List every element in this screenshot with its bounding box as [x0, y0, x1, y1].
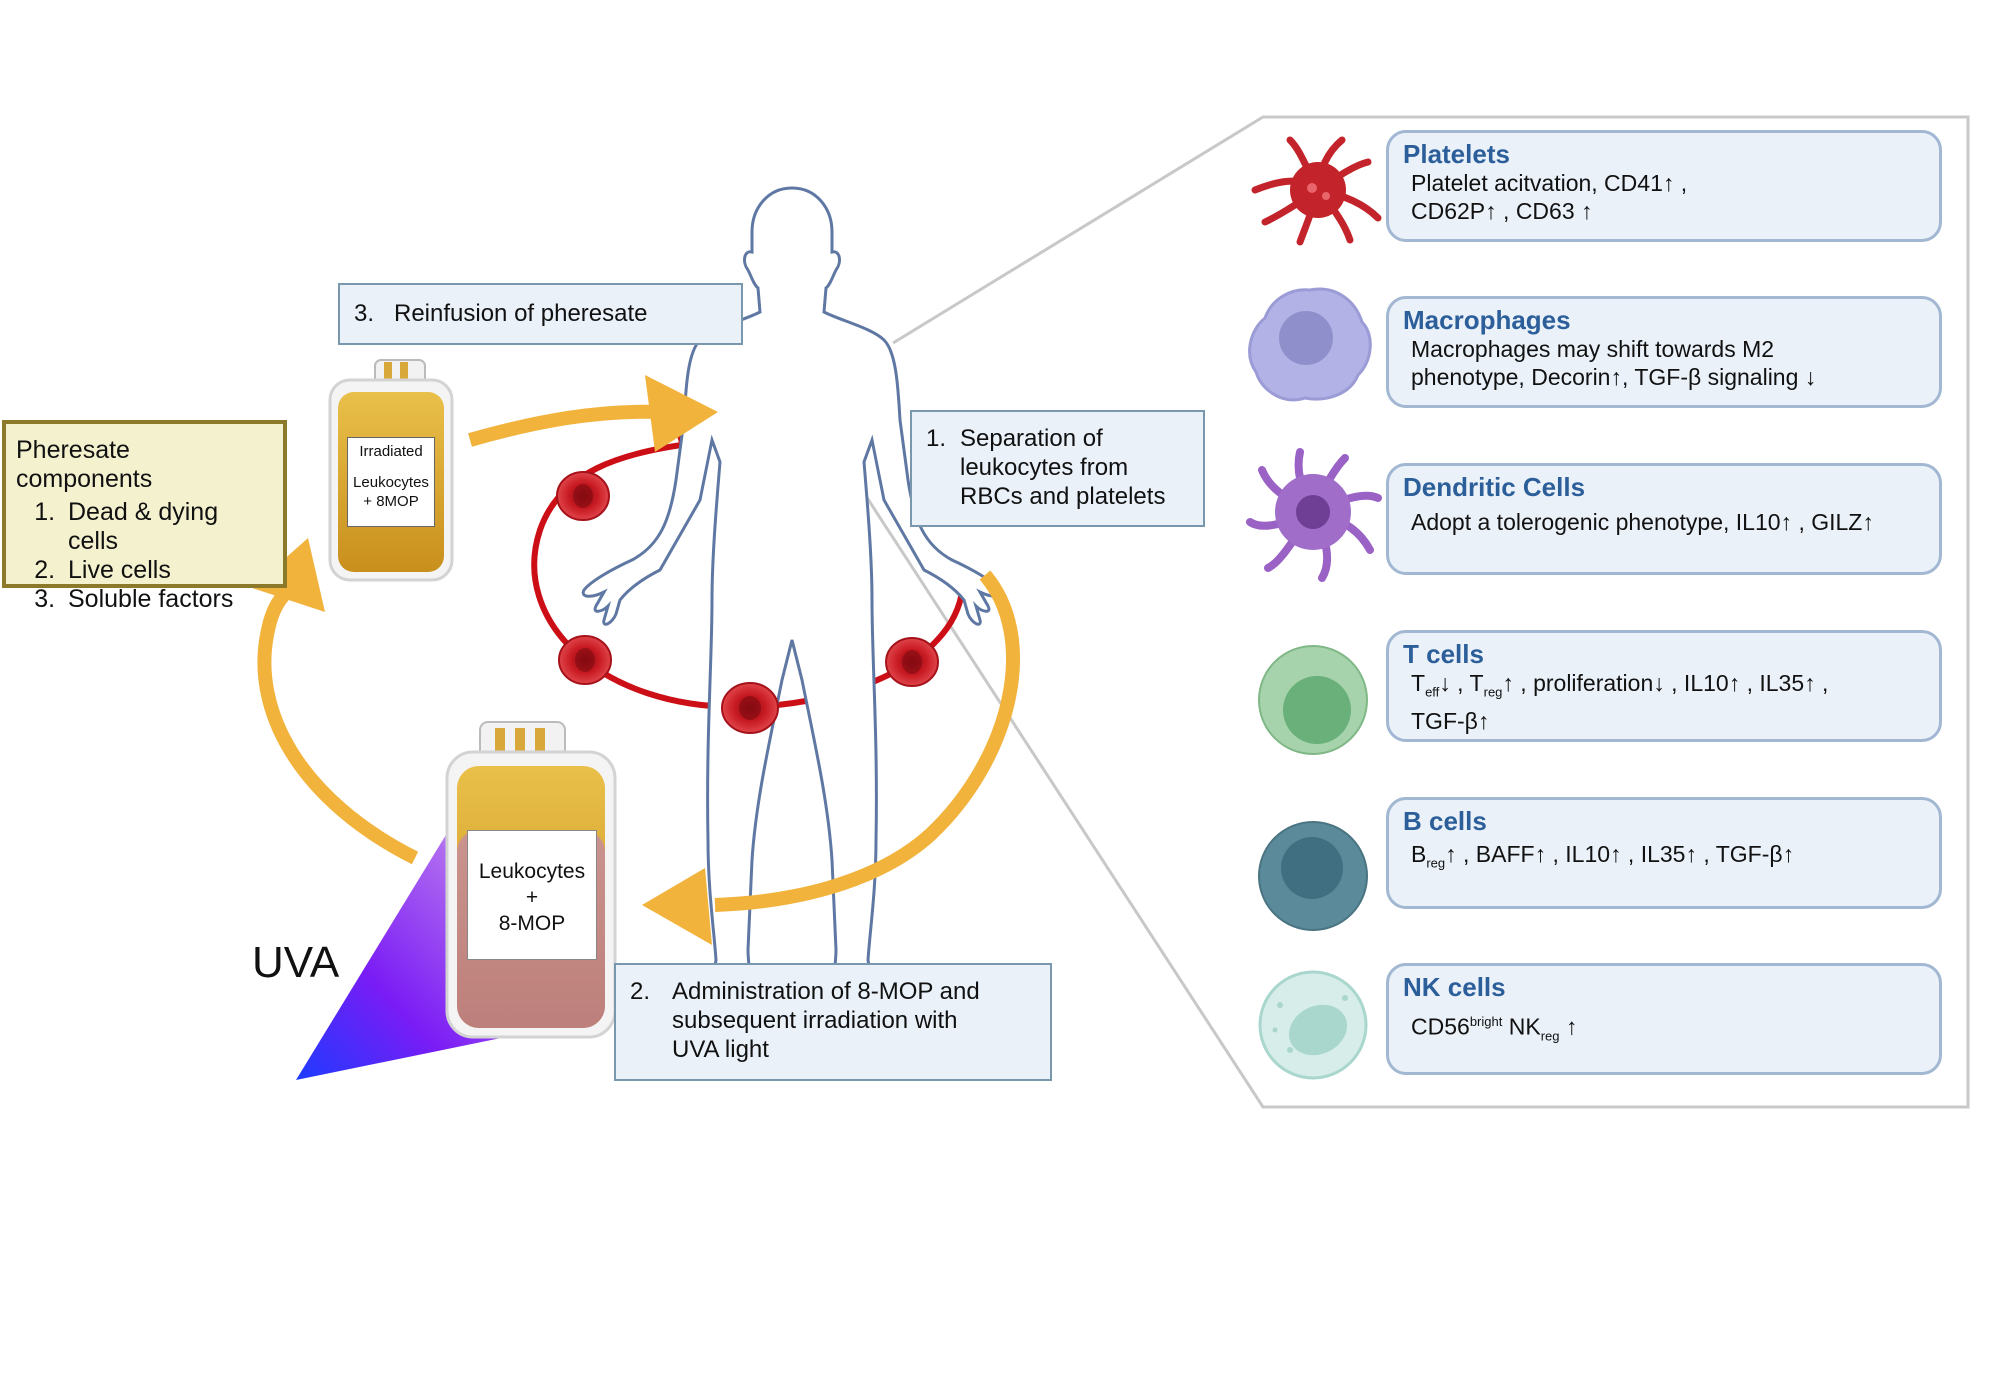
small-bag-line-2: Leukocytes — [353, 474, 429, 491]
step-1-line-2: leukocytes from — [960, 454, 1129, 481]
nk-cells-title: NK cells — [1403, 972, 1506, 1002]
pheresate-item: Soluble factors — [62, 585, 273, 614]
step-2-line-3: UVA light — [672, 1036, 769, 1063]
step-2-line-2: subsequent irradiation with — [672, 1007, 958, 1034]
nk-cell-icon — [1258, 970, 1368, 1080]
large-bag-line-3: 8-MOP — [498, 912, 566, 935]
step-1-line-1: Separation of — [960, 425, 1103, 452]
nk-cells-line-1: CD56bright NKreg ↑ — [1411, 1013, 1578, 1044]
collection-arrow — [714, 570, 1020, 912]
b-cells-title: B cells — [1403, 806, 1487, 836]
large-bag-line-1: Leukocytes — [478, 860, 586, 883]
macrophage-icon — [1248, 287, 1372, 402]
step-2-line-1: Administration of 8-MOP and — [672, 978, 980, 1005]
step-3-number: 3. — [354, 300, 375, 327]
step-2-number: 2. — [630, 978, 651, 1005]
macrophages-card: Macrophages Macrophages may shift toward… — [1386, 296, 1942, 408]
pheresate-title: Pheresate components — [16, 436, 153, 493]
return-to-pheresate-arrow — [257, 582, 419, 865]
step-3-box: 3. Reinfusion of pheresate — [338, 283, 743, 345]
reinfusion-arrow — [468, 404, 661, 447]
uva-label: UVA — [252, 938, 340, 987]
t-cell-icon — [1258, 645, 1368, 755]
red-blood-cell-icon — [558, 635, 612, 685]
red-blood-cell-icon — [556, 471, 610, 521]
b-cells-card: B cells Breg↑ , BAFF↑ , IL10↑ , IL35↑ , … — [1386, 797, 1942, 909]
pheresate-components-box: Pheresate components Dead & dying cells … — [2, 420, 287, 613]
step-1-box: 1. Separation of leukocytes from RBCs an… — [910, 410, 1205, 527]
t-cells-line-1: Teff↓ , Treg↑ , proliferation↓ , IL10↑ ,… — [1411, 670, 1829, 700]
dendritic-cells-line-1: Adopt a tolerogenic phenotype, IL10↑ , G… — [1411, 509, 1874, 535]
small-bag-line-3: + 8MOP — [363, 493, 419, 510]
platelet-icon — [1251, 136, 1382, 246]
step-1-number: 1. — [926, 425, 947, 452]
red-blood-cell-icon — [885, 637, 939, 687]
step-3-text: Reinfusion of pheresate — [394, 300, 648, 327]
nk-cells-card: NK cells CD56bright NKreg ↑ — [1386, 963, 1942, 1075]
reinfusion-arrowhead — [645, 375, 718, 452]
dendritic-cells-title: Dendritic Cells — [1403, 472, 1586, 502]
human-body-outline-icon — [581, 186, 1003, 987]
macrophages-line-2: phenotype, Decorin↑, TGF-β signaling ↓ — [1411, 364, 1817, 390]
pheresate-item: Live cells — [62, 556, 273, 585]
t-cells-line-2: TGF-β↑ — [1411, 707, 1490, 734]
red-blood-cell-icon — [721, 682, 779, 734]
large-bag-label: Leukocytes + 8-MOP — [467, 830, 597, 960]
large-bag-line-2: + — [525, 886, 539, 909]
b-cells-line-1: Breg↑ , BAFF↑ , IL10↑ , IL35↑ , TGF-β↑ — [1411, 841, 1795, 871]
pheresate-list: Dead & dying cells Live cells Soluble fa… — [16, 498, 273, 614]
collection-arrowhead — [642, 868, 712, 945]
t-cells-title: T cells — [1403, 639, 1484, 669]
t-cells-card: T cells Teff↓ , Treg↑ , proliferation↓ ,… — [1386, 630, 1942, 742]
pheresate-item: Dead & dying cells — [62, 498, 273, 556]
macrophages-title: Macrophages — [1403, 305, 1571, 335]
dendritic-cells-card: Dendritic Cells Adopt a tolerogenic phen… — [1386, 463, 1942, 575]
step-2-box: 2. Administration of 8-MOP and subsequen… — [614, 963, 1052, 1081]
return-arrowhead — [252, 538, 325, 612]
macrophages-line-1: Macrophages may shift towards M2 — [1411, 336, 1775, 362]
small-bag-line-1: Irradiated — [359, 443, 423, 460]
dendritic-cell-icon — [1246, 448, 1382, 582]
platelets-card: Platelets Platelet acitvation, CD41↑ , C… — [1386, 130, 1942, 242]
zoom-callout-lines — [860, 115, 1970, 1109]
small-bag-label: Irradiated Leukocytes + 8MOP — [347, 437, 435, 527]
b-cell-icon — [1258, 821, 1368, 931]
step-1-line-3: RBCs and platelets — [960, 483, 1166, 510]
platelets-line-1: Platelet acitvation, CD41↑ , — [1411, 170, 1688, 196]
platelets-line-2: CD62P↑ , CD63 ↑ — [1411, 198, 1593, 224]
platelets-title: Platelets — [1403, 139, 1510, 169]
orange-flow-arrows — [257, 404, 1020, 912]
